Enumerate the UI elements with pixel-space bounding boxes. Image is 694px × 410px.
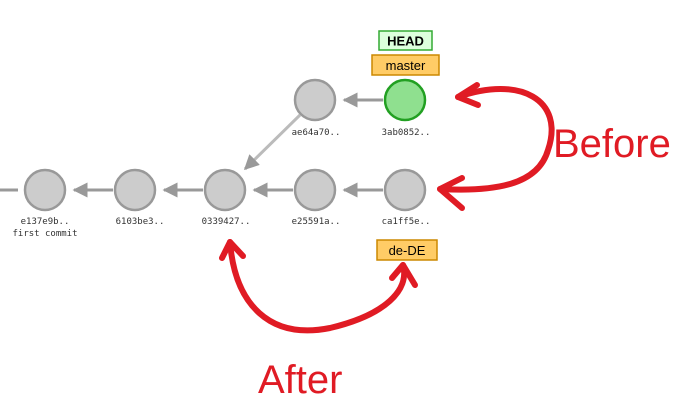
commit-3ab0852[interactable]: 3ab0852.. <box>382 78 431 138</box>
branch-label-text: master <box>386 58 426 73</box>
commit-0339427[interactable]: 0339427.. <box>202 168 251 227</box>
commit-ae64a70[interactable]: ae64a70.. <box>292 78 341 138</box>
after-arrow <box>219 239 418 334</box>
commit-hash: ae64a70.. <box>292 128 341 138</box>
branch-label-text: de-DE <box>389 243 426 258</box>
head-label: HEAD <box>378 30 433 51</box>
commit-message: first commit <box>12 229 77 239</box>
commit-hash: 3ab0852.. <box>382 128 431 138</box>
edge-ae64a70-0339427 <box>243 113 302 171</box>
head-label-text: HEAD <box>387 34 424 49</box>
commit-hash: 0339427.. <box>202 217 251 227</box>
commit-hash: 6103be3.. <box>116 217 165 227</box>
commit-e137e9b[interactable]: e137e9b.. first commit <box>12 168 78 239</box>
commit-hash: e25591a.. <box>292 217 341 227</box>
commit-6103be3[interactable]: 6103be3.. <box>113 168 165 227</box>
commit-hash: e137e9b.. <box>21 217 70 227</box>
branch-label-master[interactable]: master <box>371 54 440 76</box>
branch-label-de-de[interactable]: de-DE <box>376 239 438 261</box>
after-annotation: After <box>258 358 342 402</box>
commit-hash: ca1ff5e.. <box>382 217 431 227</box>
before-arrow <box>437 82 555 211</box>
commit-e25591a[interactable]: e25591a.. <box>292 168 341 227</box>
commit-ca1ff5e[interactable]: ca1ff5e.. <box>382 168 431 227</box>
before-annotation: Before <box>553 122 671 166</box>
